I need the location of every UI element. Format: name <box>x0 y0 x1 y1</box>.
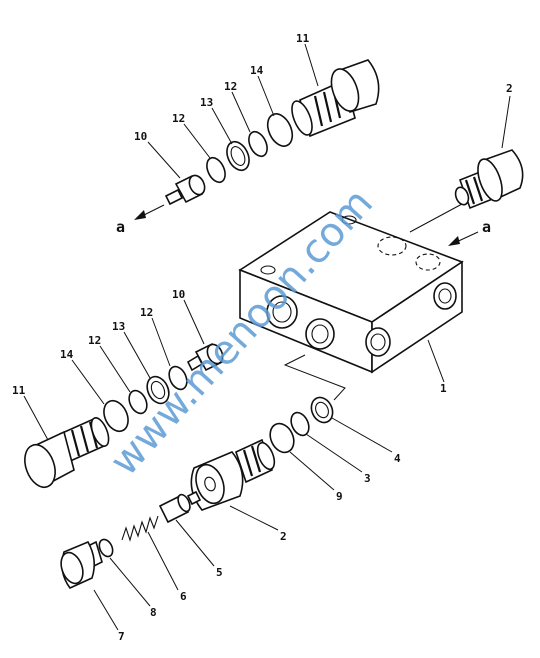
callout-5: 5 <box>216 566 223 579</box>
direction-arrow-right <box>448 231 479 246</box>
piston-10-mid <box>186 342 224 372</box>
backup-ring-4 <box>310 396 334 424</box>
valve-body <box>238 211 464 374</box>
backup-ring-13-mid <box>146 375 170 405</box>
callout-13-top: 13 <box>200 96 213 109</box>
valve-cartridge-2-top <box>454 149 524 210</box>
callout-10-top: 10 <box>134 130 147 143</box>
callout-7: 7 <box>118 630 125 643</box>
plug-7 <box>60 540 103 589</box>
callout-6: 6 <box>180 590 187 603</box>
o-ring-8 <box>98 538 114 558</box>
callout-1: 1 <box>440 382 447 395</box>
leader-lines <box>23 43 511 631</box>
o-ring-3 <box>290 411 310 437</box>
valve-cartridge-2-bottom <box>190 438 276 511</box>
spring-6 <box>121 515 159 542</box>
callout-11-top: 11 <box>296 32 310 45</box>
callout-14-left: 14 <box>60 348 74 361</box>
plug-11-left <box>24 416 110 489</box>
callout-8: 8 <box>150 606 157 619</box>
callout-14-top: 14 <box>250 64 264 77</box>
callout-3: 3 <box>364 472 371 485</box>
poppet-5 <box>158 490 202 524</box>
callout-12-top-a: 12 <box>172 112 185 125</box>
callout-12-mid-a: 12 <box>88 334 101 347</box>
o-ring-12-top-a <box>206 156 226 184</box>
direction-label-left: a <box>116 218 125 236</box>
o-ring-14-top <box>266 113 294 147</box>
callout-10-mid: 10 <box>172 288 185 301</box>
callout-2-bottom: 2 <box>280 530 287 543</box>
plug-11-top <box>291 59 380 138</box>
o-ring-14-left <box>103 399 129 433</box>
callout-4: 4 <box>394 452 401 465</box>
callout-9: 9 <box>336 490 343 503</box>
callout-11-left: 11 <box>12 384 26 397</box>
callout-12-mid-b: 12 <box>140 306 153 319</box>
o-ring-12-mid-b <box>168 365 188 391</box>
callout-12-top-b: 12 <box>224 80 237 93</box>
o-ring-12-top-b <box>248 130 268 158</box>
o-ring-12-mid-a <box>128 389 148 415</box>
callout-2-top: 2 <box>506 82 513 95</box>
direction-label-right: a <box>482 218 491 236</box>
direction-arrow-left <box>134 204 165 220</box>
piston-10-top <box>164 174 206 206</box>
o-ring-9 <box>269 422 295 454</box>
callout-13-mid: 13 <box>112 320 125 333</box>
